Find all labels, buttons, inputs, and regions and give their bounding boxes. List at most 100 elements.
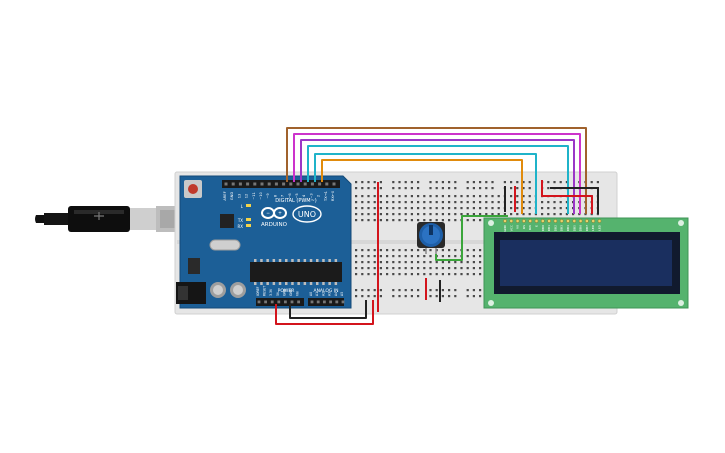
breadboard-hole bbox=[361, 181, 364, 184]
digital-pin-hole[interactable] bbox=[267, 182, 271, 186]
digital-pin-hole[interactable] bbox=[310, 182, 314, 186]
lcd-pin-label: DB5 bbox=[572, 225, 576, 231]
breadboard-hole bbox=[510, 181, 513, 184]
lcd-pin[interactable] bbox=[515, 219, 520, 223]
breadboard-hole bbox=[392, 273, 395, 276]
breadboard-hole bbox=[355, 261, 358, 264]
breadboard-hole bbox=[429, 295, 432, 298]
digital-pin-hole[interactable] bbox=[282, 182, 286, 186]
breadboard-hole bbox=[373, 213, 376, 216]
digital-pin-hole[interactable] bbox=[238, 182, 242, 186]
lcd-pin[interactable] bbox=[578, 219, 583, 223]
breadboard-hole bbox=[361, 261, 364, 264]
breadboard-hole bbox=[448, 207, 451, 210]
lcd-pin[interactable] bbox=[585, 219, 589, 223]
lcd-pin[interactable] bbox=[572, 219, 577, 223]
lcd-pin[interactable] bbox=[528, 219, 533, 223]
breadboard-hole bbox=[404, 201, 407, 204]
digital-pin-hole[interactable] bbox=[296, 182, 300, 186]
breadboard-hole bbox=[510, 195, 513, 198]
analog-pin-hole[interactable] bbox=[335, 300, 339, 304]
breadboard-hole bbox=[479, 187, 482, 190]
breadboard-hole bbox=[460, 201, 463, 204]
analog-pin-hole[interactable] bbox=[329, 300, 332, 304]
digital-pin-hole[interactable] bbox=[325, 182, 329, 186]
power-pin-hole[interactable] bbox=[270, 300, 274, 304]
breadboard-hole bbox=[547, 201, 550, 204]
breadboard-hole bbox=[516, 213, 519, 216]
breadboard-hole bbox=[398, 261, 401, 264]
breadboard-hole bbox=[361, 207, 364, 210]
breadboard-hole bbox=[466, 181, 469, 184]
potentiometer-knob-icon[interactable] bbox=[417, 222, 445, 254]
breadboard-hole bbox=[479, 201, 482, 204]
digital-pin-hole[interactable] bbox=[231, 182, 235, 186]
breadboard-hole bbox=[485, 181, 488, 184]
reset-button[interactable] bbox=[184, 180, 202, 198]
analog-pin-hole[interactable] bbox=[323, 300, 326, 304]
breadboard-hole bbox=[355, 201, 358, 204]
breadboard-hole bbox=[497, 207, 500, 210]
lcd-pin[interactable] bbox=[509, 219, 514, 223]
breadboard-hole bbox=[565, 213, 568, 216]
power-pin-hole[interactable] bbox=[290, 300, 294, 304]
breadboard-hole bbox=[361, 213, 364, 216]
lcd-pin[interactable] bbox=[540, 219, 545, 223]
power-pin-hole[interactable] bbox=[264, 300, 267, 304]
wire-cyan bbox=[307, 145, 569, 214]
digital-pin-hole[interactable] bbox=[318, 182, 322, 186]
breadboard-hole bbox=[485, 187, 488, 190]
lcd-pin[interactable] bbox=[534, 219, 539, 223]
breadboard-hole bbox=[361, 219, 364, 222]
breadboard-hole bbox=[404, 255, 407, 258]
analog-pin-hole[interactable] bbox=[310, 300, 314, 304]
digital-pin-hole[interactable] bbox=[303, 182, 307, 186]
digital-pin-hole[interactable] bbox=[224, 182, 228, 186]
lcd-pin[interactable] bbox=[559, 219, 564, 223]
breadboard-hole bbox=[423, 255, 426, 258]
lcd-pin[interactable] bbox=[597, 219, 602, 223]
breadboard-hole bbox=[398, 207, 401, 210]
wire-black-gnd bbox=[289, 300, 367, 319]
digital-pin-hole[interactable] bbox=[274, 182, 278, 186]
digital-pin-label: 12 bbox=[245, 194, 249, 199]
digital-pin-hole[interactable] bbox=[260, 182, 264, 186]
analog-pin-hole[interactable] bbox=[316, 300, 320, 304]
breadboard-hole bbox=[398, 187, 401, 190]
power-pin-hole[interactable] bbox=[277, 300, 281, 304]
breadboard-hole bbox=[386, 195, 389, 198]
breadboard-hole bbox=[441, 267, 444, 270]
analog-pin-hole[interactable] bbox=[341, 300, 345, 304]
lcd-pin[interactable] bbox=[566, 219, 570, 223]
lcd-pin[interactable] bbox=[547, 219, 551, 223]
breadboard-hole bbox=[404, 273, 407, 276]
digital-pin-hole[interactable] bbox=[253, 182, 257, 186]
digital-pin-hole[interactable] bbox=[332, 182, 336, 186]
digital-pin-hole[interactable] bbox=[246, 182, 250, 186]
breadboard-hole bbox=[472, 201, 475, 204]
power-pin-hole[interactable] bbox=[297, 300, 300, 304]
lcd-pin[interactable] bbox=[522, 219, 526, 223]
digital-pin-hole[interactable] bbox=[289, 182, 293, 186]
digital-pin-label: GND bbox=[230, 192, 234, 200]
breadboard-hole bbox=[373, 267, 376, 270]
breadboard-hole bbox=[404, 249, 407, 252]
lcd-pin-label: LED bbox=[591, 224, 595, 231]
breadboard-hole bbox=[392, 207, 395, 210]
power-pin-hole[interactable] bbox=[257, 300, 261, 304]
breadboard-hole bbox=[485, 201, 488, 204]
breadboard-hole bbox=[590, 213, 593, 216]
breadboard-hole bbox=[479, 273, 482, 276]
breadboard-hole bbox=[355, 219, 358, 222]
lcd-pin[interactable] bbox=[553, 219, 558, 223]
power-pin-hole[interactable] bbox=[284, 300, 287, 304]
lcd-pin[interactable] bbox=[591, 219, 596, 223]
breadboard-hole bbox=[485, 213, 488, 216]
breadboard-hole bbox=[379, 201, 382, 204]
usb-cable-icon bbox=[35, 206, 198, 232]
breadboard-hole bbox=[429, 219, 432, 222]
wire-green bbox=[435, 215, 508, 261]
breadboard-hole bbox=[572, 213, 575, 216]
breadboard-hole bbox=[516, 181, 519, 184]
lcd-pin[interactable] bbox=[503, 219, 507, 223]
